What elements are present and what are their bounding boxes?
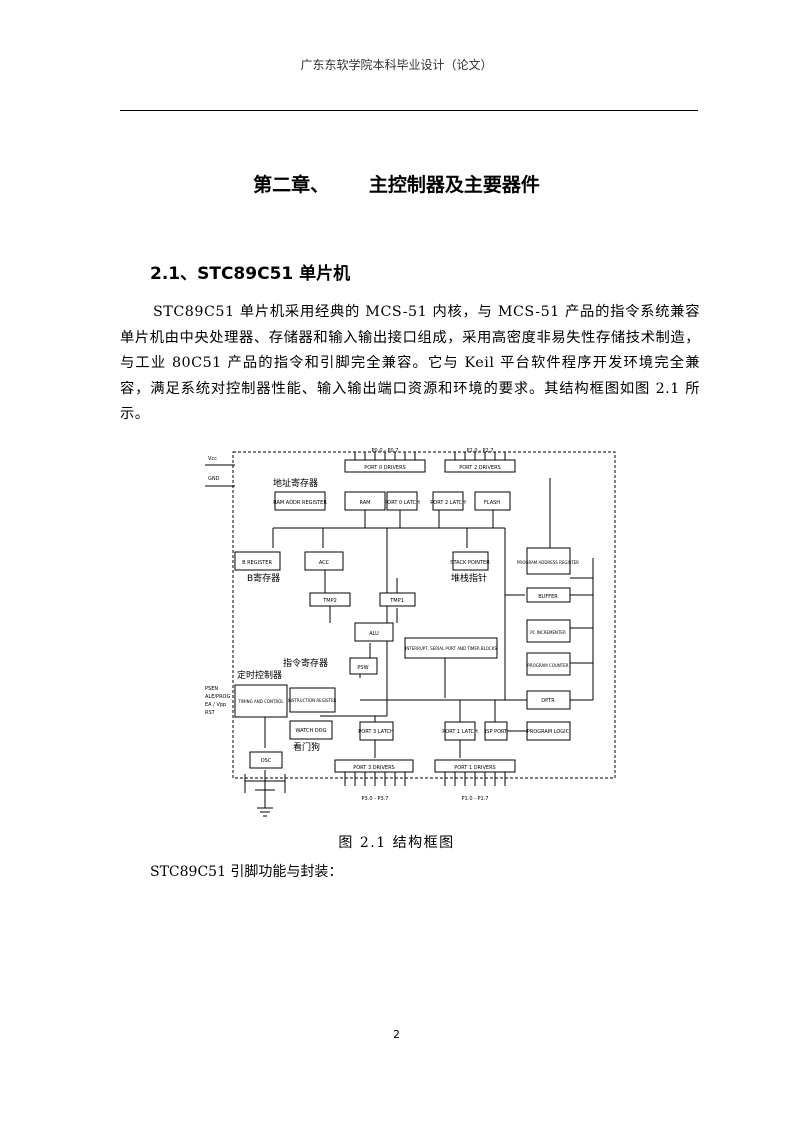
flash-block	[474, 491, 511, 511]
program-counter-label: PROGRAM COUNTER	[527, 663, 568, 668]
tmp2-block	[309, 592, 351, 607]
address-register-annotation: 地址寄存器	[273, 477, 318, 489]
port1-latch-block	[444, 721, 476, 741]
b-register-block	[234, 551, 281, 571]
osc-block	[249, 751, 283, 769]
timing-control-annotation: 定时控制器	[237, 669, 282, 681]
vcc-label: Vcc	[208, 456, 217, 462]
tmp2-label: TMP2	[322, 598, 337, 604]
dptr-block	[526, 690, 571, 710]
port2-drivers-block	[444, 459, 516, 473]
pc-incrementer-block	[526, 619, 571, 643]
port3-latch-block	[359, 721, 394, 741]
chip-boundary	[232, 451, 616, 779]
psw-label: PSW	[357, 665, 368, 671]
instruction-register-annotation: 指令寄存器	[283, 657, 328, 669]
rst-pin-label: RST	[205, 710, 216, 716]
section-title: 2.1、STC89C51 单片机	[150, 264, 351, 284]
psw-block	[349, 657, 378, 675]
port2-drivers-label: PORT 2 DRIVERS	[459, 465, 501, 471]
port3-drivers-block	[334, 759, 414, 773]
b-register-annotation: B寄存器	[247, 572, 280, 584]
acc-block	[304, 551, 344, 571]
flash-label: FLASH	[484, 500, 500, 506]
port0-latch-label: PORT 0 LATCH	[384, 500, 420, 506]
port0-latch-block	[386, 491, 418, 511]
program-logic-block	[526, 721, 571, 741]
acc-label: ACC	[319, 560, 330, 566]
port3-latch-label: PORT 3 LATCH	[358, 729, 394, 735]
watchdog-annotation: 看门狗	[293, 741, 320, 753]
dptr-label: DPTR	[541, 698, 555, 704]
program-address-register-block	[526, 547, 571, 575]
program-address-register-label: PROGRAM ADDRESS REGISTER	[517, 560, 579, 565]
alu-block	[354, 622, 394, 642]
stack-pointer-block	[452, 551, 489, 571]
port0-drivers-block	[344, 459, 426, 473]
ram-addr-register-block	[274, 491, 326, 511]
port1-drivers-label: PORT 1 DRIVERS	[454, 765, 496, 771]
body-paragraph: STC89C51 单片机采用经典的 MCS-51 内核，与 MCS-51 产品的…	[120, 304, 700, 422]
instruction-register-label: INSTRUCTION REGISTER	[288, 698, 337, 703]
osc-label: OSC	[261, 758, 272, 764]
page-header: 广东东软学院本科毕业设计（论文）	[300, 58, 493, 72]
pc-incrementer-label: PC INCREMENTER	[530, 630, 566, 635]
port3-pins-label: P3.0 - P3.7	[362, 796, 389, 802]
port0-drivers-label: PORT 0 DRIVERS	[364, 465, 406, 471]
psen-pin-label: PSEN	[205, 686, 218, 692]
port2-pins-label: P2.0 - P2.7	[467, 448, 494, 454]
program-counter-block	[526, 652, 571, 676]
interrupt-serial-block	[404, 637, 498, 659]
tmp1-label: TMP1	[389, 598, 404, 604]
chapter-title: 第二章、 主控制器及主要器件	[253, 174, 540, 196]
figure-caption: 图 2.1 结构框图	[338, 835, 455, 851]
buffer-label: BUFFER	[538, 594, 558, 600]
port2-latch-label: PORT 2 LATCH	[430, 500, 466, 506]
isp-port-block	[484, 721, 508, 741]
instruction-register-block	[289, 687, 336, 713]
port2-latch-block	[432, 491, 464, 511]
ram-label: RAM	[359, 500, 370, 506]
buffer-block	[526, 587, 571, 603]
watchdog-block	[289, 720, 333, 740]
port0-pins-label: P0.0 - P0.7	[372, 448, 399, 454]
alu-label: ALU	[369, 631, 379, 637]
stack-pointer-annotation: 堆栈指针	[451, 572, 487, 584]
program-logic-label: PROGRAM LOGIC	[527, 729, 570, 735]
stack-pointer-label: STACK POINTER	[450, 560, 490, 566]
timing-control-label: TIMING AND CONTROL	[237, 699, 284, 704]
port1-pins-label: P1.0 - P1.7	[462, 796, 489, 802]
page-number: 2	[393, 1028, 400, 1041]
block-diagram: PORT 0 DRIVERS PORT 2 DRIVERS RAM ADDR R…	[205, 448, 616, 817]
interrupt-serial-label: INTERRUPT, SERIAL PORT AND TIMER BLOCKS	[405, 646, 497, 651]
port1-drivers-block	[434, 759, 516, 773]
ram-addr-register-label: RAM ADDR REGISTER	[273, 500, 327, 506]
watchdog-label: WATCH DOG	[296, 728, 327, 734]
tmp1-block	[379, 592, 416, 607]
gnd-label: GND	[208, 476, 220, 482]
port3-drivers-label: PORT 3 DRIVERS	[353, 765, 395, 771]
ram-block	[344, 491, 386, 511]
isp-port-label: ISP PORT	[485, 729, 508, 735]
port1-latch-label: PORT 1 LATCH	[442, 729, 478, 735]
b-register-label: B REGISTER	[242, 560, 272, 566]
timing-control-block	[234, 684, 288, 718]
pin-function-heading: STC89C51 引脚功能与封装：	[150, 864, 343, 880]
ea-pin-label: EA / Vpp	[205, 702, 226, 708]
header-divider	[120, 110, 698, 111]
block-diagram-figure: PORT 0 DRIVERS PORT 2 DRIVERS RAM ADDR R…	[205, 448, 620, 820]
ale-pin-label: ALE/PROG	[205, 694, 230, 700]
